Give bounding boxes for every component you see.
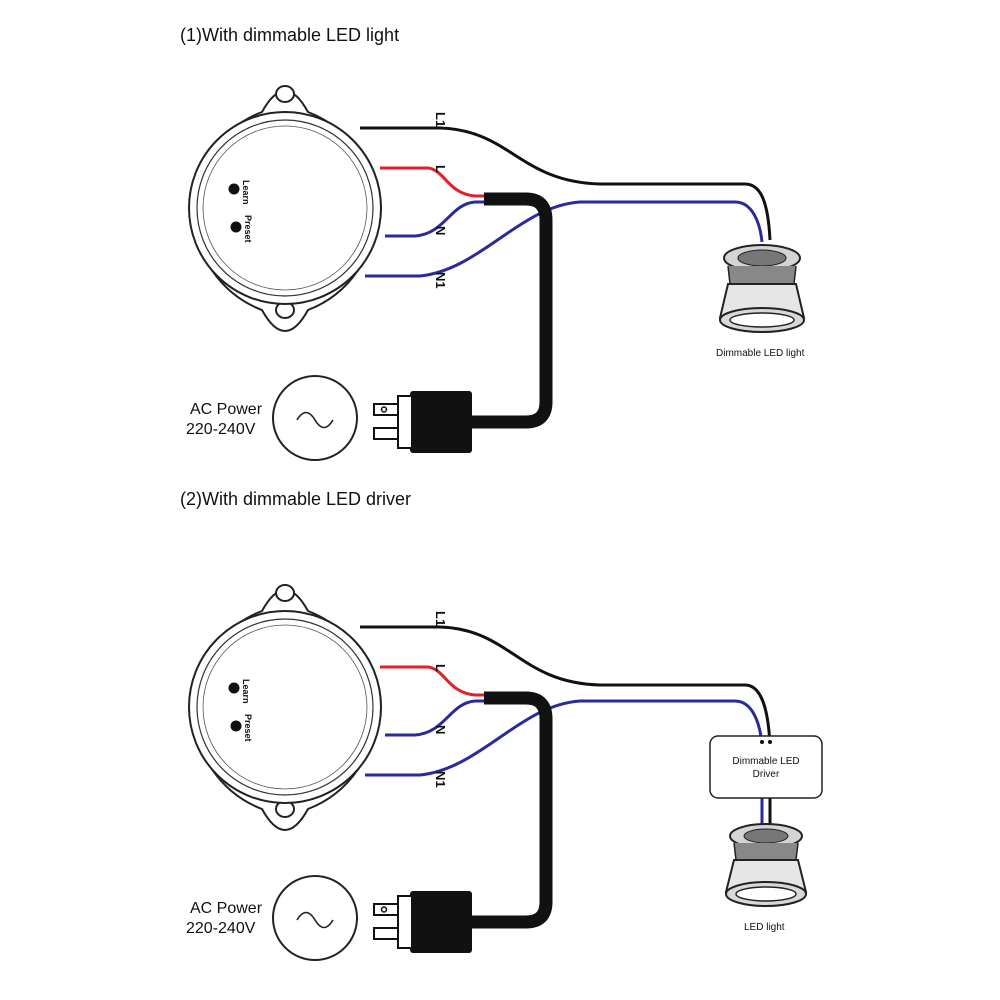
driver-box bbox=[709, 735, 823, 799]
section-2: (2)With dimmable LED driver Learn Preset bbox=[180, 489, 823, 961]
ac-power-label: AC Power bbox=[190, 401, 263, 418]
dimmer-module-1: Learn Preset bbox=[188, 85, 382, 332]
prong-hole bbox=[380, 406, 388, 413]
lamp-neck bbox=[727, 265, 797, 285]
driver-terminal bbox=[760, 740, 764, 744]
section-1-title: (1)With dimmable LED light bbox=[180, 25, 399, 45]
driver-label-line1: Dimmable LED bbox=[732, 756, 799, 767]
preset-label: Preset bbox=[243, 215, 253, 243]
plug-prong-bottom bbox=[373, 427, 399, 440]
wire-n bbox=[385, 699, 490, 737]
wire-n1 bbox=[365, 699, 764, 777]
plug-collar bbox=[397, 895, 413, 949]
section-2-title: (2)With dimmable LED driver bbox=[180, 489, 411, 509]
wire-n1 bbox=[365, 200, 764, 278]
led-light-label: LED light bbox=[744, 922, 785, 933]
lamp-base-inner bbox=[737, 249, 787, 267]
ac-source-circle bbox=[272, 875, 358, 961]
driver-label-line2: Driver bbox=[753, 769, 780, 780]
ac-source-circle bbox=[272, 375, 358, 461]
module-face bbox=[202, 624, 368, 790]
dimmer-module-2: Learn Preset bbox=[188, 584, 382, 831]
plug-collar bbox=[397, 395, 413, 449]
wire-l bbox=[380, 166, 490, 198]
ac-voltage-label: 220-240V bbox=[186, 421, 256, 438]
pin-label-n: N bbox=[433, 226, 448, 235]
power-cable bbox=[470, 192, 553, 429]
pin-label-l: L bbox=[433, 664, 448, 672]
dimmable-led-light: Dimmable LED light bbox=[716, 244, 806, 359]
wire-l1 bbox=[360, 625, 772, 746]
led-light: LED light bbox=[724, 823, 808, 933]
lamp-neck bbox=[733, 842, 799, 861]
pin-label-l1: L1 bbox=[433, 611, 448, 626]
module-face bbox=[202, 125, 368, 291]
learn-button[interactable] bbox=[228, 682, 240, 694]
wire-n bbox=[385, 200, 490, 238]
mount-hole-top bbox=[275, 584, 295, 602]
power-plug-1 bbox=[373, 391, 472, 453]
pin-label-l1: L1 bbox=[433, 112, 448, 127]
preset-button[interactable] bbox=[230, 221, 242, 233]
pin-label-n1: N1 bbox=[433, 771, 448, 788]
lamp-lens-inner bbox=[729, 312, 795, 328]
sine-wave-icon bbox=[296, 911, 334, 929]
plug-body bbox=[410, 891, 472, 953]
section-1: (1)With dimmable LED light Learn Preset … bbox=[180, 25, 806, 461]
power-plug-2 bbox=[373, 891, 472, 953]
ac-power-label: AC Power bbox=[190, 900, 263, 917]
dimmable-led-driver: Dimmable LED Driver bbox=[709, 735, 823, 799]
preset-label: Preset bbox=[243, 714, 253, 742]
preset-button[interactable] bbox=[230, 720, 242, 732]
led-light-label: Dimmable LED light bbox=[716, 348, 805, 359]
ac-source-2: AC Power 220-240V bbox=[186, 875, 358, 961]
plug-body bbox=[410, 391, 472, 453]
lamp-base-inner bbox=[743, 828, 789, 844]
plug-prong-bottom bbox=[373, 927, 399, 940]
learn-label: Learn bbox=[241, 180, 251, 205]
wire-l bbox=[380, 665, 490, 697]
pin-label-l: L bbox=[433, 165, 448, 173]
driver-terminal bbox=[768, 740, 772, 744]
sine-wave-icon bbox=[296, 411, 334, 429]
learn-button[interactable] bbox=[228, 183, 240, 195]
ac-voltage-label: 220-240V bbox=[186, 920, 256, 937]
ac-source-1: AC Power 220-240V bbox=[186, 375, 358, 461]
wires-2 bbox=[360, 625, 772, 929]
power-cable bbox=[470, 691, 553, 929]
pin-label-n: N bbox=[433, 725, 448, 734]
prong-hole bbox=[380, 906, 388, 913]
wire-l1 bbox=[360, 126, 772, 241]
mount-hole-top bbox=[275, 85, 295, 103]
lamp-lens-inner bbox=[735, 886, 797, 902]
pin-label-n1: N1 bbox=[433, 272, 448, 289]
wires-1 bbox=[360, 126, 772, 429]
learn-label: Learn bbox=[241, 679, 251, 704]
